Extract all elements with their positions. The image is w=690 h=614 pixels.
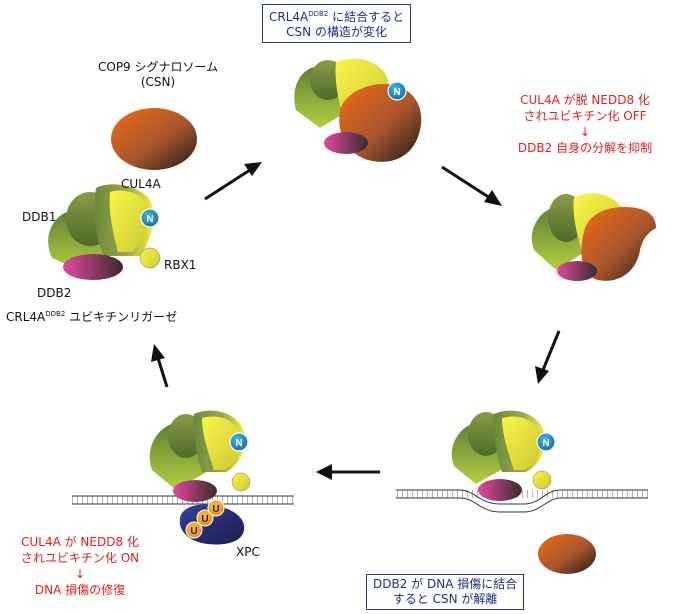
label-rbx1: RBX1	[164, 258, 197, 272]
complex-on-dna-right	[396, 410, 648, 513]
note-neddylation: CUL4A が NEDD8 化 されユビキチン化 ON ↓ DNA 損傷の修復	[20, 535, 140, 597]
arrow-to-right	[441, 165, 502, 206]
note-deneddylation: CUL4A が脱 NEDD8 化 されユビキチン化 OFF ↓ DDB2 自身の…	[517, 93, 653, 155]
complex-ubiquitinating-left	[72, 410, 294, 545]
arrow-up-left	[151, 344, 169, 388]
arrow-to-top	[204, 162, 262, 201]
label-ddb1: DDB1	[22, 210, 57, 224]
ubiquitin-label-1: U	[190, 526, 197, 537]
csn-free	[111, 108, 197, 170]
nedd8-label-3: N	[542, 438, 549, 449]
label-cul4a: CUL4A	[121, 177, 161, 191]
cycle-arrows	[151, 162, 561, 480]
csn-dissociated	[538, 534, 596, 574]
nedd8-label-1: N	[146, 214, 153, 225]
nedd8-label-4: N	[235, 438, 242, 449]
ubiquitin-label-3: U	[212, 504, 219, 515]
complex-csn-bound-top	[294, 58, 422, 162]
arrow-down-right	[535, 330, 561, 384]
complex-deneddylated-right	[531, 193, 656, 281]
nedd8-label-2: N	[393, 87, 400, 98]
label-ddb2: DDB2	[37, 286, 72, 300]
label-csn: COP9 シグナロソーム (CSN)	[98, 60, 219, 89]
ubiquitin-label-2: U	[201, 514, 208, 525]
arrow-to-left	[316, 464, 380, 480]
box-csn-conformation: CRL4ADDB2 に結合すると CSN の構造が変化	[262, 4, 412, 43]
complex-ligase-left	[48, 184, 161, 280]
label-ligase: CRL4ADDB2 ユビキチンリガーゼ	[6, 310, 178, 324]
box-csn-dissociation: DDB2 が DNA 損傷に結合 すると CSN が解離	[366, 574, 525, 610]
label-xpc: XPC	[236, 545, 260, 559]
